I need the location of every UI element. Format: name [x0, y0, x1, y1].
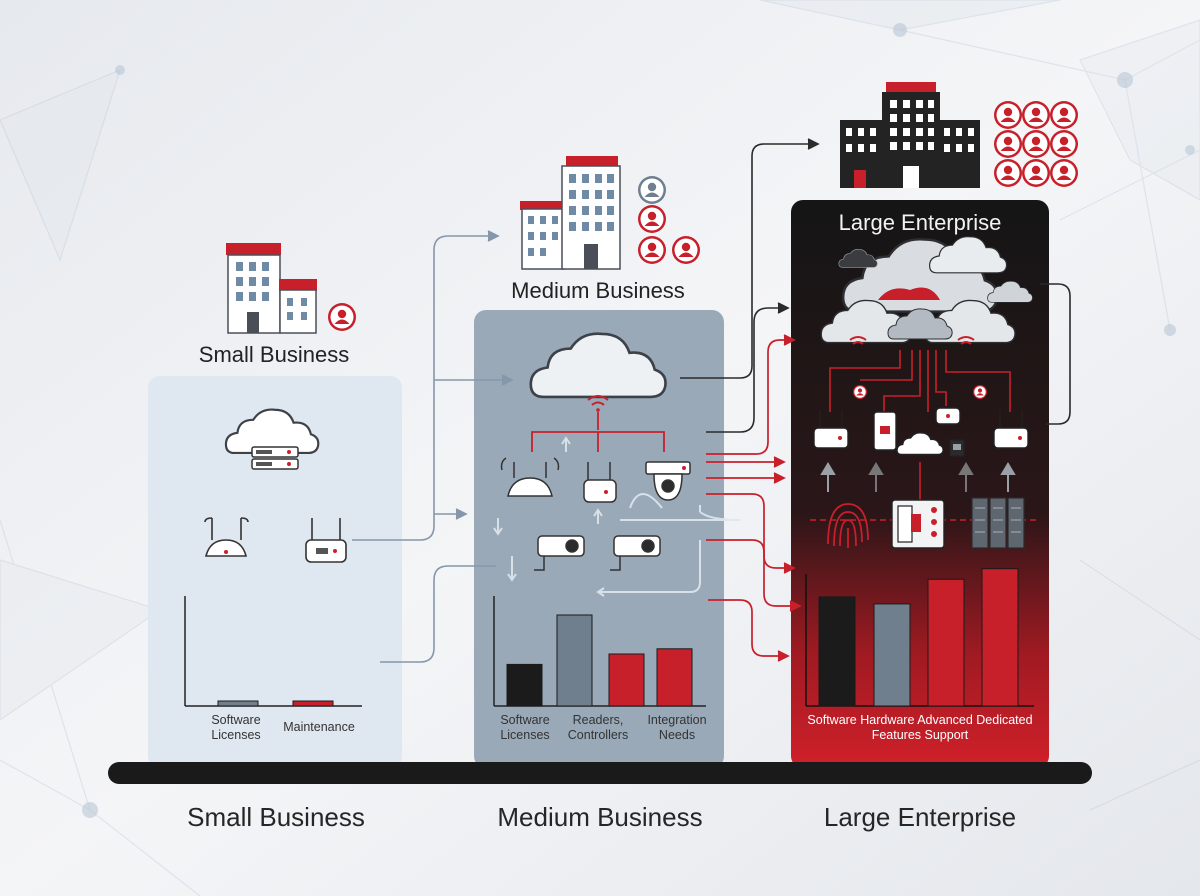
large-bar-4 [981, 568, 1019, 707]
medium-category-1: Software Licenses [500, 713, 550, 742]
platform-bar [108, 762, 1092, 784]
small-building-icon [226, 243, 317, 334]
small-business-title: Small Business [198, 342, 350, 367]
small-category-1: Software Licenses [211, 713, 261, 742]
large-access-point-icon [993, 410, 1029, 449]
large-user-icons [994, 101, 1078, 187]
medium-building-icon [520, 156, 621, 270]
large-server-rack-icon [971, 497, 1025, 549]
large-card-reader-icon [873, 411, 897, 451]
large-bar-1 [818, 596, 856, 707]
large-connectors [810, 350, 1040, 521]
large-controller-icon [949, 439, 965, 457]
large-chart-bars [818, 568, 1019, 707]
medium-camera-icon-1 [534, 535, 585, 571]
medium-wifi-icon [587, 395, 609, 412]
tier-connectors-red [706, 334, 802, 662]
large-access-panel-icon [891, 499, 945, 549]
large-bar-2 [873, 603, 911, 707]
medium-user-icons [638, 176, 700, 264]
large-small-user-icon-1 [853, 385, 867, 399]
small-chart-bars [217, 700, 334, 707]
large-sensor-icon [935, 407, 961, 425]
small-category-2: Maintenance [283, 720, 355, 734]
medium-chart-bars [506, 614, 693, 707]
tier-connectors-grey [352, 230, 514, 663]
small-server-icon [251, 446, 299, 470]
small-router-icon [204, 517, 249, 557]
large-fingerprint-icon [827, 503, 869, 548]
bottom-label-large: Large Enterprise [823, 802, 1017, 832]
large-bar-3 [927, 578, 965, 707]
small-business-panel [148, 376, 402, 768]
medium-bar-1 [506, 663, 543, 707]
large-wifi-icons [849, 336, 975, 345]
small-user-icon [328, 303, 356, 331]
large-cloud-cluster [820, 236, 1033, 344]
medium-router-icon [500, 457, 560, 497]
medium-bar-3 [608, 653, 645, 707]
medium-bar-4 [656, 648, 693, 707]
medium-bar-2 [556, 614, 593, 707]
large-building-icon [840, 82, 980, 188]
small-access-point-icon [305, 518, 347, 563]
large-flow-arrows [820, 462, 1016, 492]
tier-connectors-dark [680, 138, 1071, 433]
large-small-user-icon-2 [973, 385, 987, 399]
small-bar-2 [292, 700, 334, 707]
medium-category-3: Integration Needs [647, 713, 707, 742]
medium-flow-arrows [493, 436, 741, 597]
medium-dome-camera-icon [645, 461, 691, 501]
large-router-icon [813, 410, 849, 449]
medium-category-2: Readers, Controllers [567, 713, 629, 742]
bottom-label-medium: Medium Business [497, 802, 703, 832]
medium-access-point-icon [583, 462, 617, 503]
small-bar-1 [217, 700, 259, 707]
large-enterprise-title: Large Enterprise [838, 210, 1002, 235]
bottom-label-small: Small Business [187, 802, 365, 832]
medium-business-title: Medium Business [511, 278, 685, 303]
medium-camera-icon-2 [610, 535, 661, 571]
medium-connectors [531, 412, 665, 452]
large-categories: Software Hardware Advanced Dedicated Fea… [807, 713, 1033, 742]
